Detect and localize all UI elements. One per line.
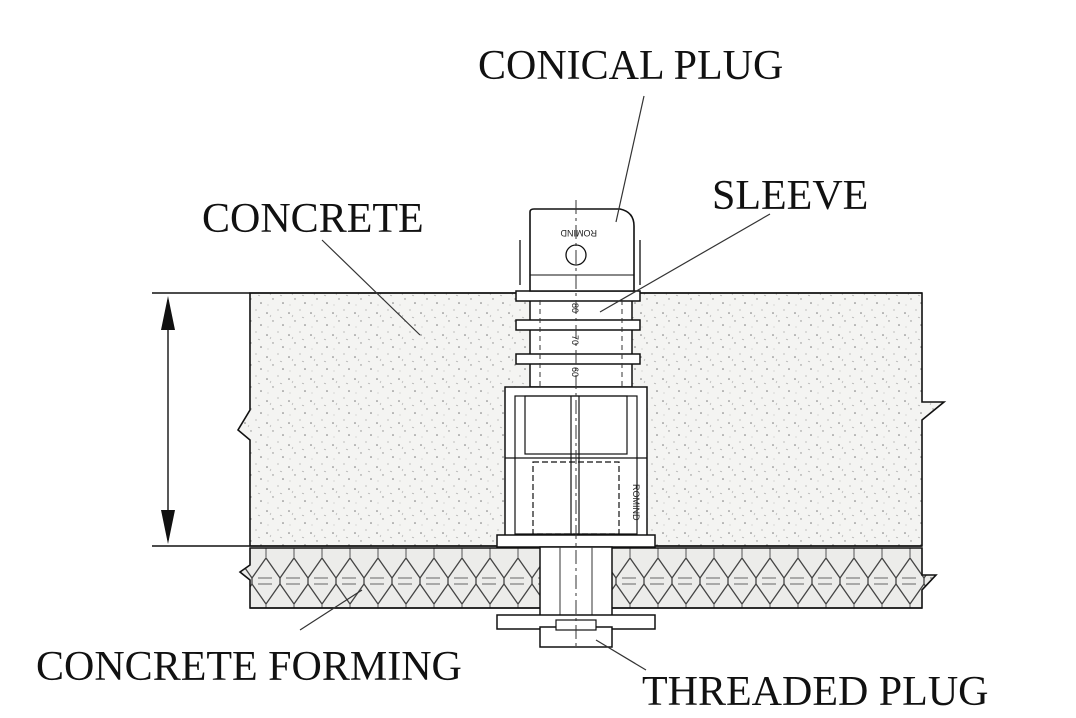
label-sleeve: SLEEVE xyxy=(712,173,868,219)
sleeve xyxy=(496,290,656,548)
label-concrete-forming: CONCRETE FORMING xyxy=(36,644,462,690)
label-conical-plug: CONICAL PLUG xyxy=(478,43,783,89)
label-threaded-plug: THREADED PLUG xyxy=(642,669,988,713)
brand-marking-side: ROMIND xyxy=(631,484,641,521)
label-concrete: CONCRETE xyxy=(202,196,424,242)
scale-marking-80: 80 xyxy=(570,303,580,313)
brand-marking-top: ROMIND xyxy=(560,228,597,238)
thickness-dimension-arrow xyxy=(161,296,175,544)
scale-marking-70: 70 xyxy=(570,335,580,345)
conical-plug xyxy=(519,208,641,292)
leader-lines xyxy=(299,95,771,671)
scale-marking-60: 60 xyxy=(570,367,580,377)
